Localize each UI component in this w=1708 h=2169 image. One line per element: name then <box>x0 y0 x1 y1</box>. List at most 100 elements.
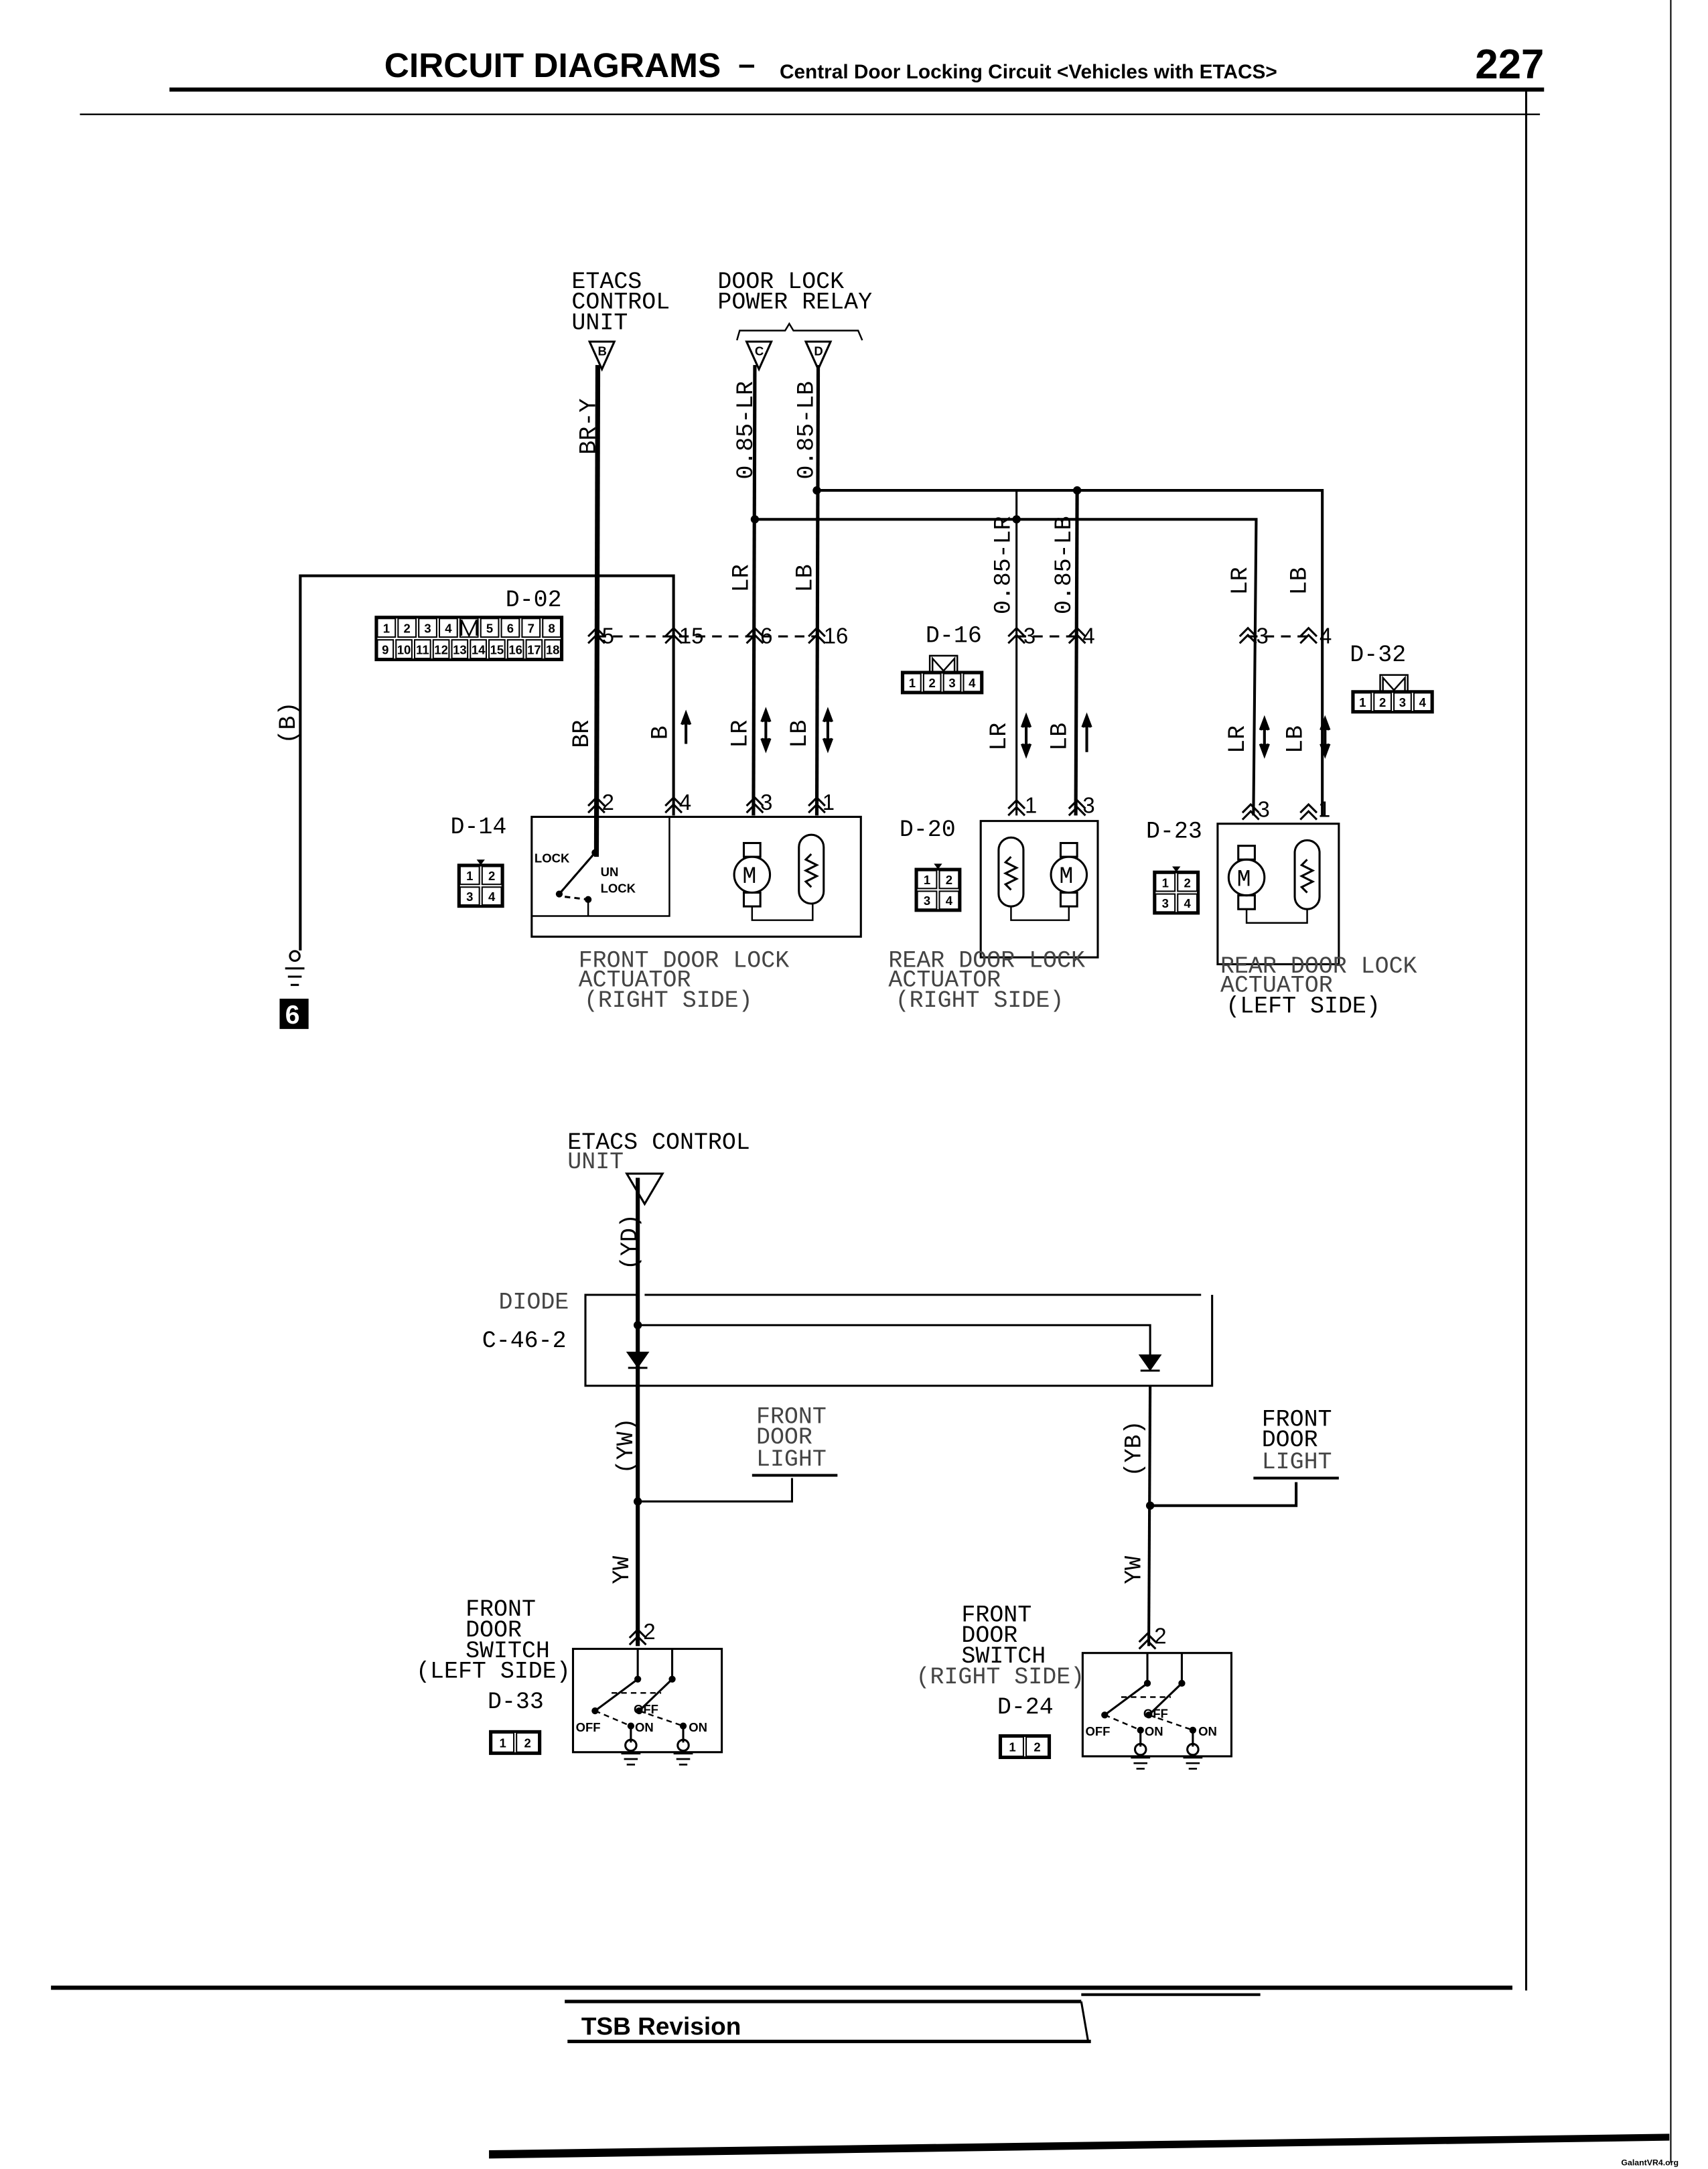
connector-cavity <box>1177 872 1198 892</box>
wire-label: LR <box>1228 567 1254 595</box>
terminal-c: C <box>745 340 774 372</box>
ground-icon <box>1131 1756 1151 1770</box>
terminal-b: B <box>587 340 616 372</box>
wire-label: BR <box>569 720 595 748</box>
connector-pin-label: 2 <box>1379 695 1386 709</box>
central-door-lock-diagram: ETACS CONTROL UNIT DOOR LOCK POWER RELAY… <box>276 269 1434 1030</box>
terminal-label: D <box>814 344 823 358</box>
pin-number: 3 <box>1023 623 1036 648</box>
connector-cavity <box>413 639 431 659</box>
connector-key-icon <box>934 863 942 869</box>
lock-label: LOCK <box>535 851 570 865</box>
connector-pin-chevron-icon <box>1068 626 1086 644</box>
wire-label-b-ground: (B) <box>276 702 302 744</box>
wire-lr <box>752 364 757 816</box>
connector-pin-label: 2 <box>1034 1740 1040 1754</box>
label-line: DOOR <box>1262 1427 1318 1454</box>
connector-pin-chevron-icon <box>587 626 606 644</box>
label-line: DOOR LOCK <box>717 269 844 295</box>
connector-cavity <box>480 618 500 638</box>
connector-cavity <box>481 886 502 906</box>
switch-contact <box>679 1722 687 1730</box>
label-line: DOOR <box>756 1425 812 1451</box>
caption-line: DOOR <box>466 1618 522 1644</box>
connector-cavity <box>1025 1736 1049 1757</box>
connector-cavity <box>525 639 543 659</box>
switch-contact <box>1145 1711 1153 1719</box>
connector-cavity <box>516 1732 540 1753</box>
connector-pin-label: 4 <box>445 621 452 635</box>
actuator-housing <box>979 820 1099 959</box>
wire-rear-right-lb <box>1074 490 1079 816</box>
connector-cavity <box>1373 692 1393 712</box>
connector-pin-label: 8 <box>548 621 555 635</box>
connector-pin-label: 2 <box>929 676 936 690</box>
connector-cavity <box>438 618 458 638</box>
connector-pin-label: 3 <box>924 894 930 908</box>
motor-icon: M <box>1227 845 1266 910</box>
connector-cavity <box>397 618 417 638</box>
label-line: FRONT <box>1262 1407 1332 1433</box>
connector-cavity <box>916 869 938 890</box>
connector-pin-chevron-icon <box>1068 798 1086 817</box>
connector-cavity <box>1155 893 1176 913</box>
switch-contact <box>591 1707 599 1715</box>
connector-pin-label: 17 <box>527 642 541 656</box>
caption-line: (LEFT SIDE) <box>1226 993 1380 1020</box>
label-line: UNIT <box>571 310 628 336</box>
connector-pin-chevron-icon <box>745 796 764 814</box>
connector-key-icon <box>1172 866 1181 872</box>
wire-label: (YB) <box>1122 1421 1148 1477</box>
switch-off-label: OFF <box>1085 1724 1110 1738</box>
wire-label: 0.85-LB <box>794 381 820 480</box>
caption-line: (RIGHT SIDE) <box>896 988 1064 1014</box>
connector-pin-label: 3 <box>948 676 955 690</box>
switch-on-label: ON <box>689 1720 707 1734</box>
junction-dots <box>750 486 1082 524</box>
pin-number: 2 <box>602 790 614 815</box>
switch-off-label: OFF <box>1143 1706 1168 1720</box>
label-line: CONTROL <box>571 290 670 316</box>
door-switch-diagram: ETACS CONTROL UNIT DIODE C-46-2 (YD) (YW… <box>416 1130 1339 1770</box>
switch-wires <box>584 1178 1339 1647</box>
connector-outline <box>914 867 962 912</box>
wire-label: LB <box>1287 567 1313 595</box>
connector-cavity <box>395 639 413 659</box>
connector-pin-chevron-icon <box>1007 626 1026 644</box>
connector-pin-chevron-icon <box>808 796 826 814</box>
caption-line: (LEFT SIDE) <box>416 1659 571 1685</box>
lock-switch-icon <box>555 849 599 916</box>
wires <box>299 364 1324 951</box>
wire-label: 0.85-LR <box>991 516 1017 614</box>
connector-cavity <box>500 618 520 638</box>
label-line: ETACS <box>571 269 642 295</box>
diode-connector-name: C-46-2 <box>482 1328 567 1354</box>
connector-cavity <box>470 639 487 659</box>
page-subtitle: Central Door Locking Circuit <Vehicles w… <box>780 61 1277 83</box>
ground-icon <box>1186 1742 1200 1756</box>
connector-pin-chevron-icon <box>664 796 683 814</box>
unlock-label: UN <box>601 865 619 879</box>
junction-dots <box>633 1321 1155 1510</box>
connector-outline <box>900 671 984 695</box>
connector-pin-label: 2 <box>524 1736 530 1750</box>
switch-off-label: OFF <box>576 1720 601 1734</box>
caption-line: (RIGHT SIDE) <box>584 988 753 1014</box>
connector-pin-label: 1 <box>466 869 473 883</box>
wire-lr-bus <box>754 518 1258 816</box>
label-line: FRONT <box>756 1404 827 1430</box>
connector-pin-chevron-icon <box>808 626 826 644</box>
wire-label: LB <box>792 564 819 592</box>
caption-line: ACTUATOR <box>579 967 691 993</box>
ground-number: 6 <box>285 1001 300 1030</box>
wire-lb <box>814 364 821 816</box>
heater-icon <box>798 833 825 905</box>
connector-cavity <box>903 673 922 693</box>
connector-pin-label: 13 <box>453 642 467 656</box>
diode-icons <box>626 1351 1162 1372</box>
connector-cavity <box>459 886 480 906</box>
pin-number: 3 <box>1256 623 1268 648</box>
ground-icon <box>677 1738 690 1752</box>
